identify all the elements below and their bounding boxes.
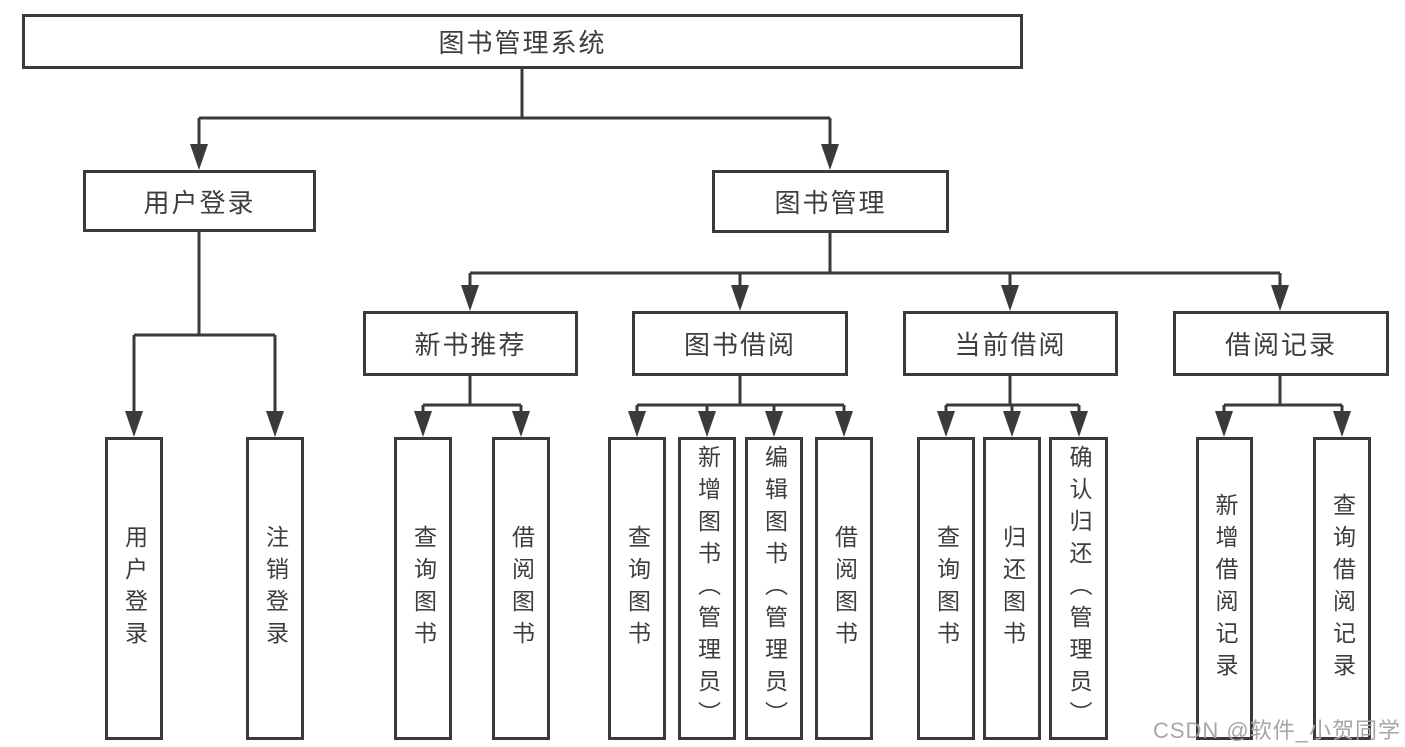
arrowheads [125, 144, 1351, 437]
leaf-cb-return-books: 归还图书 [983, 437, 1041, 740]
leaf-bb-borrow-books: 借阅图书 [815, 437, 873, 740]
leaf-br-query-record: 查询借阅记录 [1313, 437, 1371, 740]
node-borrowing-records: 借阅记录 [1173, 311, 1389, 376]
leaf-br-add-record: 新增借阅记录 [1196, 437, 1253, 740]
node-library-management-system: 图书管理系统 [22, 14, 1023, 69]
node-book-borrowing: 图书借阅 [632, 311, 848, 376]
leaf-nbr-query-books: 查询图书 [394, 437, 452, 740]
leaf-user-login: 用户登录 [105, 437, 163, 740]
leaf-logout: 注销登录 [246, 437, 304, 740]
edge-lines [132, 68, 1344, 413]
leaf-nbr-borrow-books: 借阅图书 [492, 437, 550, 740]
leaf-cb-query-books: 查询图书 [917, 437, 975, 740]
leaf-bb-add-books-admin: 新增图书（管理员） [678, 437, 736, 740]
node-current-borrowing: 当前借阅 [903, 311, 1118, 376]
leaf-bb-query-books: 查询图书 [608, 437, 666, 740]
leaf-bb-edit-books-admin: 编辑图书（管理员） [745, 437, 803, 740]
csdn-watermark: CSDN @软件_小贺同学 [1152, 718, 1401, 743]
node-book-management: 图书管理 [712, 170, 949, 233]
node-user-login: 用户登录 [83, 170, 316, 232]
node-new-book-recommendation: 新书推荐 [363, 311, 578, 376]
leaf-cb-confirm-return-admin: 确认归还（管理员） [1049, 437, 1108, 740]
